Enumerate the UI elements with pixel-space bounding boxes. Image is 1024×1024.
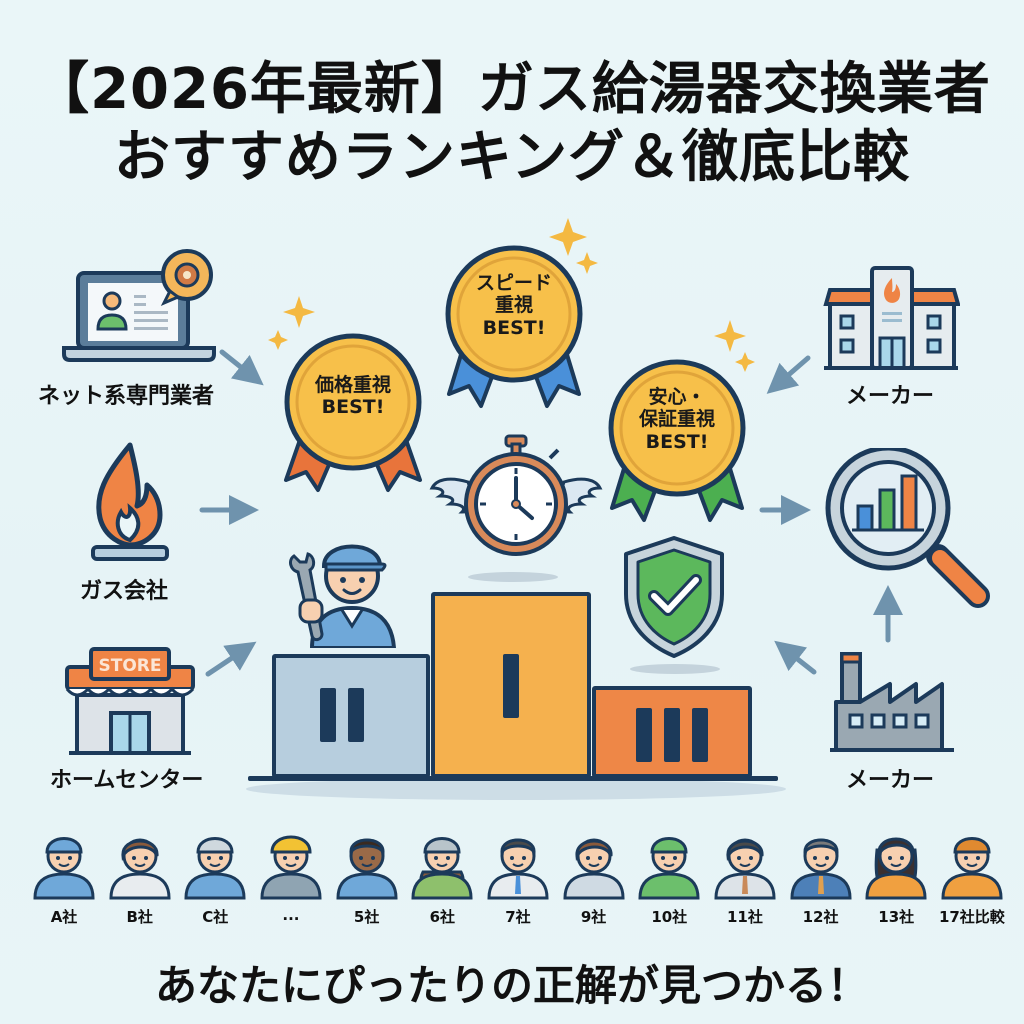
medal-price-line2: BEST!: [321, 396, 385, 419]
podium-first-place: [431, 592, 591, 778]
winged-stopwatch-icon: [429, 434, 603, 556]
source-label-maker-top: メーカー: [846, 384, 935, 409]
person-avatar-icon: [563, 838, 625, 900]
company-name: 6社: [429, 908, 455, 926]
ribbon-green-icon: [608, 359, 746, 522]
medal-speed-line2: 重視: [494, 294, 533, 317]
company-name: 10社: [651, 908, 688, 926]
arrow-net-to-center: [219, 349, 264, 386]
company-item-5[interactable]: 5社: [331, 830, 403, 927]
company-name: 11社: [726, 908, 763, 926]
arrow-factory-to-center: [774, 640, 817, 675]
roman-numeral-1: [503, 654, 519, 718]
company-name: 9社: [580, 908, 607, 926]
company-name: 12社: [802, 908, 839, 926]
person-avatar-icon: [411, 837, 473, 900]
roman-numeral-3: [636, 708, 708, 762]
person-avatar-icon: [638, 837, 700, 900]
stopwatch-shadow: [468, 572, 558, 582]
podium-second-place: [272, 654, 430, 778]
company-item-9[interactable]: 9社: [558, 830, 630, 927]
company-item-c[interactable]: C社: [179, 830, 251, 927]
company-item-6[interactable]: 6社: [406, 830, 478, 927]
source-label-gas-company: ガス会社: [80, 579, 169, 604]
company-name: 5社: [353, 908, 380, 926]
source-label-maker-bottom: メーカー: [846, 768, 935, 793]
company-name: ...: [282, 906, 300, 924]
podium-base-line: [248, 776, 778, 781]
maker-building-icon: [823, 266, 960, 370]
company-name: A社: [50, 908, 78, 926]
company-name: B社: [126, 908, 153, 926]
person-avatar-icon: [260, 835, 322, 900]
person-avatar-icon: [714, 838, 776, 900]
podium-shadow: [246, 778, 786, 800]
company-item-10[interactable]: 10社: [633, 830, 705, 927]
tagline: あなたにぴったりの正解が見つかる！: [154, 961, 869, 1010]
arrow-maker-top-to-center: [766, 355, 811, 394]
medal-price-line1: 価格重視: [314, 374, 391, 396]
ribbon-blue-icon: [445, 245, 583, 408]
company-item-b[interactable]: B社: [104, 830, 176, 927]
company-item-a[interactable]: A社: [28, 830, 100, 927]
shield-check-icon: [624, 536, 724, 658]
technician-icon: [289, 544, 397, 648]
person-avatar-icon: [941, 837, 1003, 900]
maker-factory-icon: [830, 652, 954, 752]
medal-price-best: 価格重視 BEST!: [282, 330, 424, 500]
person-avatar-icon: [336, 838, 398, 900]
source-label-home-center: ホームセンター: [50, 768, 204, 793]
person-avatar-icon: [790, 838, 852, 900]
person-avatar-icon: [109, 838, 171, 900]
person-avatar-icon: [33, 837, 95, 900]
medal-safety-line2: 保証重視: [638, 408, 715, 431]
company-name: 13社: [878, 908, 915, 926]
shield-shadow: [630, 664, 720, 674]
medal-safety-best: 安心・ 保証重視 BEST!: [606, 358, 748, 530]
podium-third-place: [592, 686, 752, 778]
company-name: 7社: [505, 908, 531, 926]
arrow-store-to-center: [205, 641, 257, 677]
company-item-ellipsis[interactable]: ...: [255, 830, 327, 927]
medal-speed-best: スピード 重視 BEST!: [443, 244, 585, 416]
person-avatar-icon: [184, 837, 246, 900]
company-list: A社 B社 C社 ...: [28, 830, 1008, 927]
company-item-13[interactable]: 13社: [860, 830, 932, 927]
medal-safety-line1: 安心・: [648, 386, 706, 408]
company-item-12[interactable]: 12社: [785, 830, 857, 927]
ribbon-orange-icon: [284, 333, 422, 492]
page-title-line1: 【2026年最新】ガス給湯器交換業者: [33, 57, 991, 122]
company-item-7[interactable]: 7社: [482, 830, 554, 927]
company-item-17-compare[interactable]: 17社比較: [936, 830, 1008, 927]
medal-safety-line3: BEST!: [645, 430, 709, 453]
source-label-net-specialist: ネット系専門業者: [38, 384, 215, 409]
store-icon: STORE: [65, 647, 195, 755]
medal-speed-line3: BEST!: [482, 316, 546, 339]
company-name: 17社比較: [938, 908, 1005, 926]
company-item-11[interactable]: 11社: [709, 830, 781, 927]
svg-text:STORE: STORE: [99, 656, 162, 676]
company-name: C社: [202, 908, 229, 926]
gas-flame-icon: [91, 442, 169, 561]
medal-speed-line1: スピード: [475, 272, 552, 294]
magnifier-chart-icon: [825, 448, 990, 608]
page-title-line2: おすすめランキング＆徹底比較: [113, 125, 911, 190]
laptop-icon: [62, 249, 216, 362]
roman-numeral-2: [320, 688, 364, 742]
person-avatar-icon: [487, 838, 549, 900]
person-avatar-icon: [865, 837, 927, 900]
